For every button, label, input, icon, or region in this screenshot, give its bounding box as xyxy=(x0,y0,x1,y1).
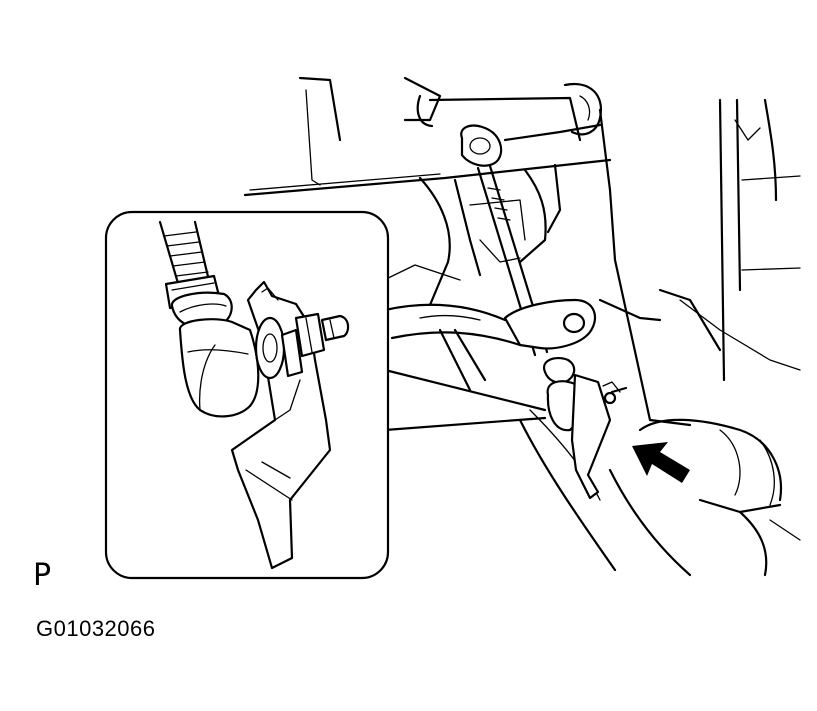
view-code-label: P xyxy=(33,558,52,593)
sensor-link-rod xyxy=(460,124,628,500)
inset-detail xyxy=(104,210,390,580)
callout-pointer xyxy=(383,368,547,432)
bold-arrow-icon xyxy=(632,442,690,483)
chassis-background xyxy=(243,76,801,577)
figure-id-label: G01032066 xyxy=(36,616,156,641)
